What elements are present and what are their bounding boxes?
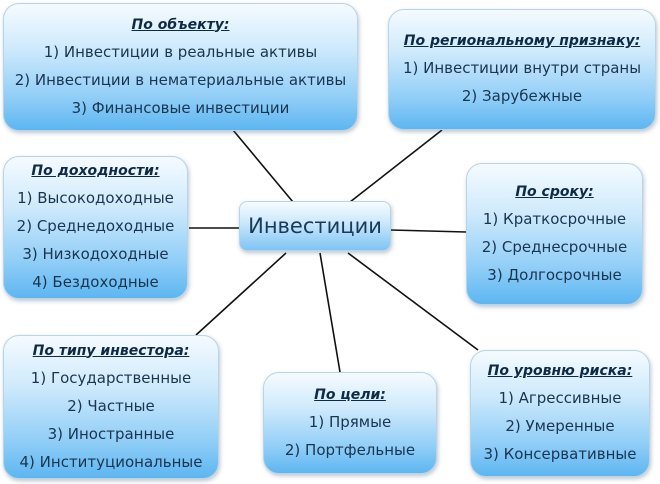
- node-item: 1) Инвестиции в реальные активы: [43, 42, 318, 61]
- node-title: По типу инвестора:: [32, 342, 190, 359]
- node-item: 1) Инвестиции внутри страны: [402, 59, 642, 77]
- node-title: По региональному признаку:: [403, 33, 641, 49]
- node-item: 3) Долгосрочные: [487, 265, 622, 284]
- connector-risk: [347, 252, 479, 351]
- node-item: 2) Частные: [67, 396, 155, 415]
- node-item: 1) Прямые: [308, 412, 392, 431]
- node-by-income: По доходности: 1) Высокодоходные 2) Сред…: [3, 156, 188, 299]
- node-item: 2) Зарубежные: [461, 87, 583, 105]
- node-item: 4) Бездоходные: [32, 273, 159, 291]
- node-item: 2) Умеренные: [505, 417, 615, 435]
- node-item: 4) Институциональные: [19, 452, 203, 471]
- node-title: По уровню риска:: [487, 363, 633, 379]
- central-node-investments: Инвестиции: [239, 201, 391, 251]
- node-item: 1) Краткосрочные: [482, 209, 627, 228]
- node-item: 2) Среднедоходные: [16, 217, 175, 235]
- node-by-region: По региональному признаку: 1) Инвестиции…: [388, 9, 656, 130]
- connector-term: [390, 229, 467, 233]
- connector-region: [349, 129, 443, 203]
- node-item: 3) Финансовые инвестиции: [71, 98, 290, 117]
- node-item: 1) Высокодоходные: [17, 189, 174, 207]
- node-item: 2) Инвестиции в нематериальные активы: [14, 70, 347, 89]
- node-item: 2) Среднесрочные: [481, 237, 628, 256]
- node-title: По доходности:: [31, 163, 160, 179]
- node-title: По сроку:: [515, 183, 594, 200]
- central-node-label: Инвестиции: [248, 214, 382, 238]
- node-item: 3) Низкодоходные: [22, 245, 169, 263]
- node-item: 1) Государственные: [30, 368, 192, 387]
- connector-goal: [319, 252, 341, 373]
- node-item: 2) Портфельные: [284, 440, 416, 459]
- connector-investor: [195, 252, 287, 336]
- connector-object: [232, 129, 294, 203]
- node-by-investor-type: По типу инвестора: 1) Государственные 2)…: [3, 335, 219, 479]
- node-by-term: По сроку: 1) Краткосрочные 2) Среднесроч…: [466, 163, 643, 305]
- node-by-goal: По цели: 1) Прямые 2) Портфельные: [263, 372, 437, 474]
- node-title: По цели:: [314, 386, 386, 403]
- node-title: По объекту:: [131, 16, 230, 33]
- node-by-risk-level: По уровню риска: 1) Агрессивные 2) Умере…: [470, 350, 650, 477]
- node-item: 3) Консервативные: [483, 445, 637, 463]
- node-item: 3) Иностранные: [47, 424, 175, 443]
- node-by-object: По объекту: 1) Инвестиции в реальные акт…: [3, 3, 358, 131]
- node-item: 1) Агрессивные: [498, 389, 622, 407]
